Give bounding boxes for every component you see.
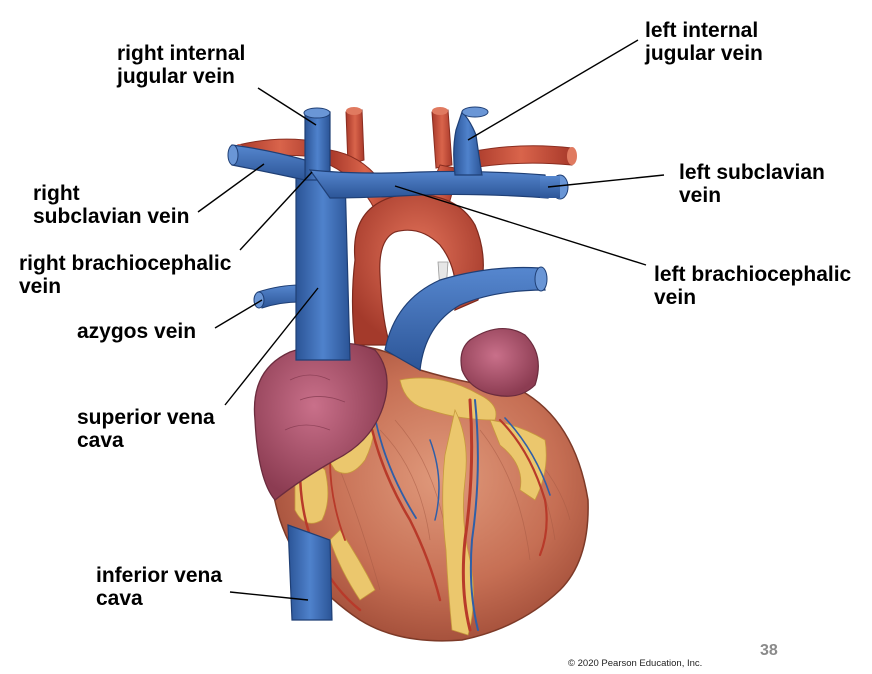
label-inferior-vena-cava: inferior vena cava bbox=[96, 564, 223, 610]
leader-lines bbox=[197, 39, 665, 601]
leader-right-brachiocephalic bbox=[239, 171, 313, 251]
label-azygos-vein: azygos vein bbox=[77, 320, 197, 343]
leader-right-internal-jugular bbox=[257, 87, 317, 126]
leader-inferior-vena-cava bbox=[229, 591, 309, 601]
pulmonary-trunk bbox=[384, 266, 548, 371]
leader-left-internal-jugular bbox=[467, 39, 639, 141]
right-atrium bbox=[253, 342, 388, 501]
label-left-subclavian-vein: left subclavian vein bbox=[679, 161, 825, 207]
leader-azygos bbox=[214, 299, 263, 329]
leader-left-brachiocephalic bbox=[394, 185, 647, 266]
label-right-internal-jugular-vein: right internal jugular vein bbox=[117, 42, 246, 88]
label-left-brachiocephalic-vein: left brachiocephalic vein bbox=[654, 263, 852, 309]
leader-left-subclavian bbox=[547, 174, 665, 188]
copyright-notice: © 2020 Pearson Education, Inc. bbox=[568, 658, 703, 669]
label-superior-vena-cava: superior vena cava bbox=[77, 406, 215, 452]
label-right-subclavian-vein: right subclavian vein bbox=[33, 182, 190, 228]
veins bbox=[227, 106, 569, 621]
slide-number: 38 bbox=[760, 642, 778, 659]
leader-right-subclavian bbox=[197, 163, 265, 213]
left-auricle bbox=[460, 328, 539, 397]
leader-superior-vena-cava bbox=[224, 287, 319, 406]
label-right-brachiocephalic-vein: right brachiocephalic vein bbox=[19, 252, 232, 298]
label-left-internal-jugular-vein: left internal jugular vein bbox=[645, 19, 763, 65]
